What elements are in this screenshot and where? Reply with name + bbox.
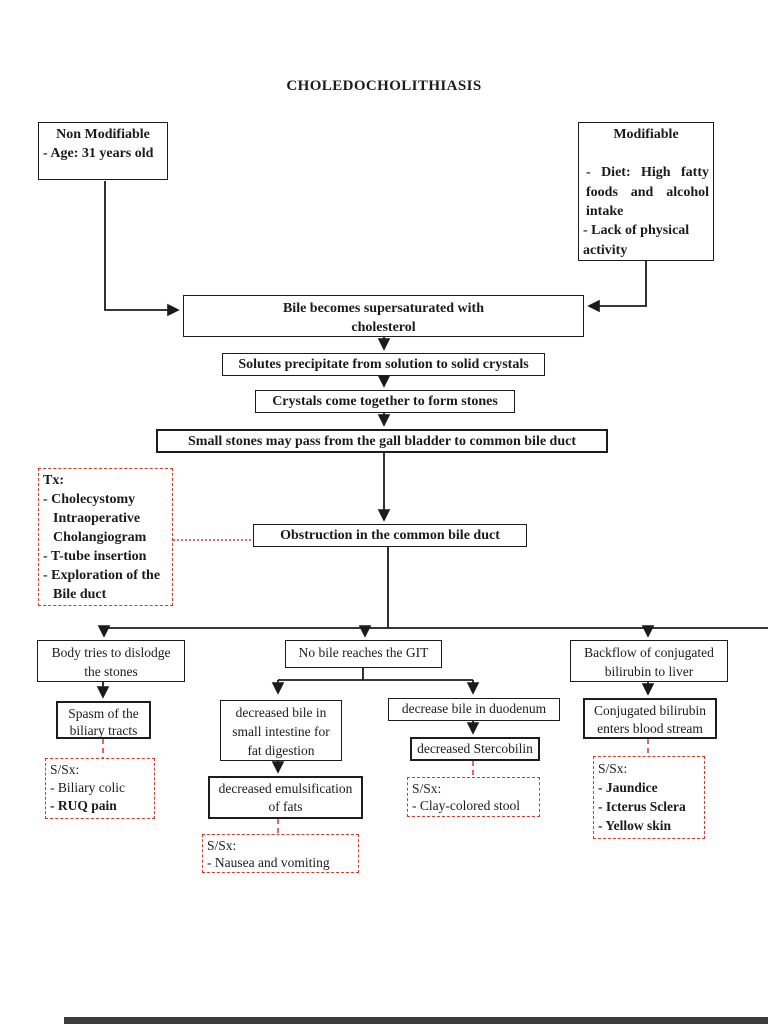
conjugated-line2: enters blood stream (597, 721, 703, 736)
crystals-form-stones-box: Crystals come together to form stones (255, 390, 515, 413)
decreased-stercobilin-box: decreased Stercobilin (410, 737, 540, 761)
obstruction-box: Obstruction in the common bile duct (253, 524, 527, 547)
no-bile-git-box: No bile reaches the GIT (285, 640, 442, 668)
backflow-bilirubin-box: Backflow of conjugated bilirubin to live… (570, 640, 728, 682)
ssx-item-yellow-skin: - Yellow skin (598, 818, 672, 833)
treatment-box: Tx: - Cholecystomy Intraoperative Cholan… (38, 468, 173, 606)
solutes-precipitate-box: Solutes precipitate from solution to sol… (222, 353, 545, 376)
backflow-line2: bilirubin to liver (604, 664, 694, 679)
ssx-clay-stool-box: S/Sx: - Clay-colored stool (407, 777, 540, 817)
spasm-biliary-box: Spasm of the biliary tracts (56, 701, 151, 739)
decreased-bile-intestine-box: decreased bile in small intestine for fa… (220, 700, 342, 761)
modifiable-box: Modifiable - Diet: High fatty foods and … (578, 122, 714, 261)
dec-bile-line1: decreased bile in (235, 705, 327, 720)
body-dislodge-box: Body tries to dislodge the stones (37, 640, 185, 682)
treatment-item: - Cholecystomy (43, 492, 136, 507)
ssx-heading: S/Sx: (598, 761, 628, 776)
treatment-heading: Tx: (43, 473, 64, 488)
modifiable-item-diet: - Diet: High fatty foods and alcohol int… (586, 165, 709, 219)
ssx-item-ruq-pain: - RUQ pain (50, 798, 117, 813)
page-title: CHOLEDOCHOLITHIASIS (286, 78, 482, 94)
ssx-item-icterus-sclera: - Icterus Sclera (598, 799, 686, 814)
decreased-emulsification-box: decreased emulsification of fats (208, 776, 363, 819)
treatment-item: - Exploration of the (43, 568, 161, 583)
small-stones-pass-box: Small stones may pass from the gall blad… (156, 429, 608, 453)
spasm-line1: Spasm of the (68, 706, 139, 721)
conjugated-line1: Conjugated bilirubin (593, 703, 707, 718)
body-dislodge-line1: Body tries to dislodge (51, 645, 171, 660)
modifiable-heading: Modifiable (613, 127, 679, 142)
ssx-biliary-box: S/Sx: - Biliary colic - RUQ pain (45, 758, 155, 819)
treatment-item: - T-tube insertion (43, 549, 147, 564)
page-bottom-divider (64, 1017, 768, 1024)
ssx-item-clay-stool: - Clay-colored stool (412, 798, 520, 813)
treatment-item: Intraoperative (53, 511, 141, 526)
treatment-item: Cholangiogram (53, 530, 147, 545)
dec-bile-line2: small intestine for (232, 724, 330, 739)
dec-bile-line3: fat digestion (247, 743, 315, 758)
ssx-heading: S/Sx: (50, 762, 80, 777)
ssx-item-nausea: - Nausea and vomiting (207, 855, 330, 870)
ssx-heading: S/Sx: (207, 838, 237, 853)
decrease-bile-duodenum-box: decrease bile in duodenum (388, 698, 560, 721)
bile-supersaturated-box: Bile becomes supersaturated with cholest… (183, 295, 584, 337)
ssx-nausea-box: S/Sx: - Nausea and vomiting (202, 834, 359, 873)
bile-line2: cholesterol (351, 320, 416, 335)
non-modifiable-item: - Age: 31 years old (43, 146, 154, 162)
non-modifiable-heading: Non Modifiable (56, 127, 150, 142)
emulsification-line2: of fats (268, 799, 303, 814)
backflow-line1: Backflow of conjugated (584, 645, 714, 660)
conjugated-bilirubin-box: Conjugated bilirubin enters blood stream (583, 698, 717, 739)
spasm-line2: biliary tracts (69, 723, 138, 738)
treatment-item: Bile duct (53, 587, 107, 602)
ssx-item-jaundice: - Jaundice (598, 780, 658, 795)
ssx-heading: S/Sx: (412, 781, 442, 796)
emulsification-line1: decreased emulsification (218, 781, 353, 796)
ssx-jaundice-box: S/Sx: - Jaundice - Icterus Sclera - Yell… (593, 756, 705, 839)
modifiable-item-activity: - Lack of physical activity (583, 223, 690, 258)
bile-line1: Bile becomes supersaturated with (282, 301, 485, 316)
body-dislodge-line2: the stones (84, 664, 138, 679)
ssx-item-biliary-colic: - Biliary colic (50, 780, 125, 795)
non-modifiable-box: Non Modifiable - Age: 31 years old (38, 122, 168, 180)
